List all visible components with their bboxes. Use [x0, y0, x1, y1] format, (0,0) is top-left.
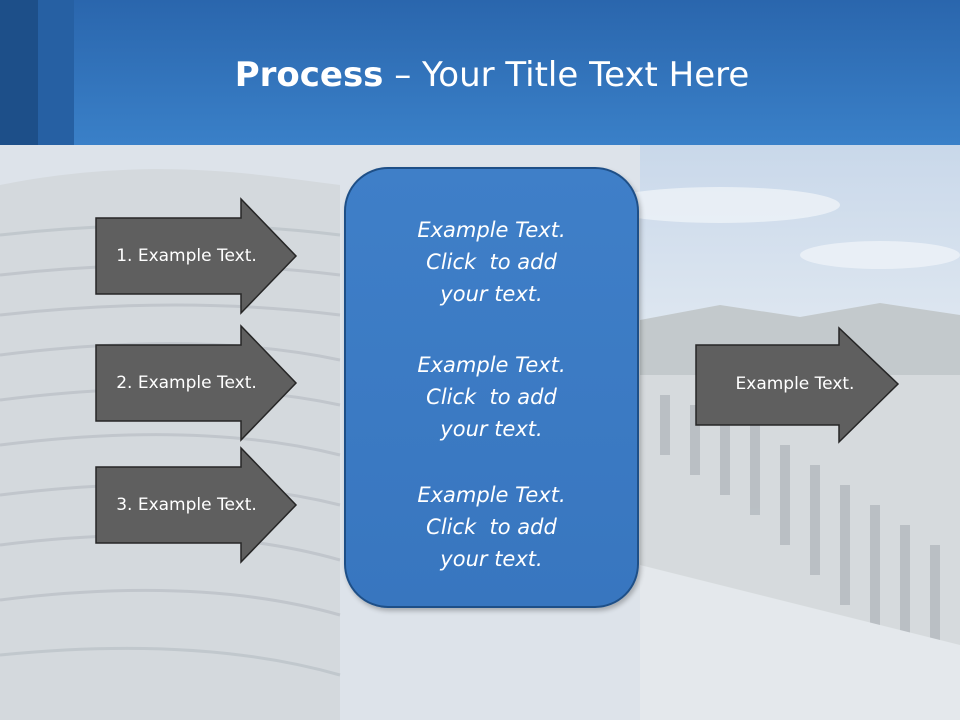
- title-rest: – Your Title Text Here: [383, 55, 750, 95]
- arrow-shape: [95, 446, 298, 564]
- input-arrow-2[interactable]: 2. Example Text.: [95, 324, 298, 442]
- center-text-2: Example Text. Click to add your text.: [417, 353, 566, 441]
- process-center-box[interactable]: Example Text. Click to add your text. Ex…: [344, 167, 639, 608]
- slide-title[interactable]: Process – Your Title Text Here: [0, 52, 960, 98]
- arrow-label: 2. Example Text.: [116, 373, 257, 393]
- arrow-label: Example Text.: [735, 374, 855, 394]
- arrow-label: 3. Example Text.: [116, 495, 257, 515]
- center-text-1: Example Text. Click to add your text.: [417, 218, 566, 306]
- output-arrow[interactable]: Example Text.: [695, 326, 900, 444]
- header-accent-band: [0, 0, 38, 145]
- arrow-shape: [695, 326, 900, 444]
- arrow-shape: [95, 324, 298, 442]
- title-bold: Process: [234, 55, 384, 95]
- arrow-shape: [95, 197, 298, 315]
- title-bar: Process – Your Title Text Here: [0, 0, 960, 145]
- input-arrow-1[interactable]: 1. Example Text.: [95, 197, 298, 315]
- header-accent-band-2: [38, 0, 74, 145]
- center-text-3: Example Text. Click to add your text.: [417, 483, 566, 571]
- input-arrow-3[interactable]: 3. Example Text.: [95, 446, 298, 564]
- arrow-label: 1. Example Text.: [116, 246, 257, 266]
